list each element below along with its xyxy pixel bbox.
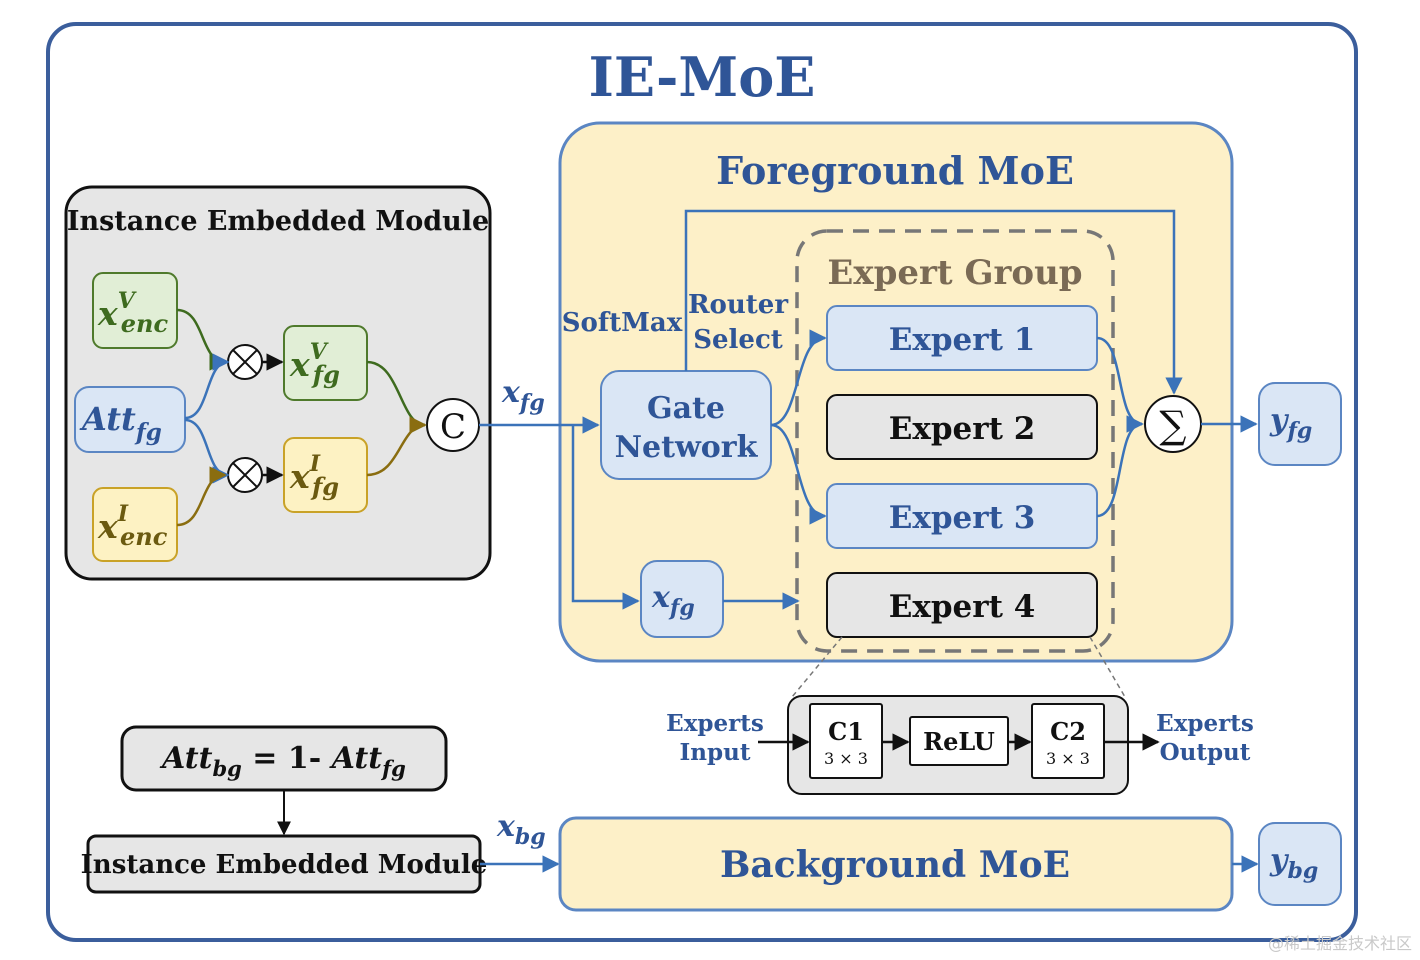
- x-bg-label: xbg: [496, 809, 546, 850]
- experts-input-label-line1: Experts: [666, 710, 764, 737]
- c1-label: C1: [828, 717, 864, 746]
- connector-xfgi-concat: [366, 416, 427, 477]
- connector-expert3-sum: [1096, 415, 1144, 518]
- router-select-label-line1: Router: [688, 290, 788, 320]
- multiply-icon: [232, 349, 258, 375]
- softmax-label: SoftMax: [562, 308, 683, 338]
- att-fg-label: Attfg: [79, 400, 162, 446]
- x-fg-inner-box: [640, 560, 724, 638]
- foreground-moe-title: Foreground MoE: [716, 148, 1074, 193]
- connector-to-x-fg-inner: [571, 425, 640, 610]
- concat-symbol: C: [440, 407, 466, 447]
- expert-3-label: Expert 3: [889, 500, 1036, 536]
- bottom-instance-embedded-module-title: Instance Embedded Module: [81, 850, 488, 880]
- att-bg-formula: Attbg = 1- Attfg: [159, 741, 406, 781]
- gate-network-label-line1: Gate: [647, 391, 725, 426]
- diagram-title: IE-MoE: [589, 45, 816, 109]
- connector-xenci-multiply: [176, 466, 227, 527]
- background-moe-title: Background MoE: [720, 844, 1070, 886]
- experts-output-label-line2: Output: [1160, 739, 1251, 766]
- connector-gate-expert3: [770, 423, 827, 525]
- connector-att-multiply-top: [184, 353, 230, 420]
- multiply-icon: [232, 462, 258, 488]
- connector-gate-expert1: [770, 329, 827, 427]
- experts-input-label-line2: Input: [680, 739, 751, 766]
- c2-kernel-label: 3 × 3: [1046, 749, 1090, 768]
- relu-label: ReLU: [923, 727, 995, 756]
- expert-1-label: Expert 1: [889, 322, 1036, 358]
- zoom-line-left: [791, 636, 843, 698]
- sum-symbol: ∑: [1159, 403, 1186, 447]
- connector-softmax-sum: [684, 209, 1183, 395]
- y-fg-box: [1258, 382, 1342, 466]
- expert-group-label: Expert Group: [827, 253, 1082, 293]
- y-fg-label: yfg: [1269, 403, 1312, 444]
- gate-network-label-line2: Network: [615, 430, 759, 465]
- expert-2-box: [826, 394, 1098, 460]
- expert-4-label: Expert 4: [889, 589, 1036, 625]
- watermark-text: @稀土掘金技术社区: [1267, 934, 1412, 953]
- expert-4-box: [826, 572, 1098, 638]
- x-fg-inner-label: xfg: [651, 580, 695, 621]
- expert-group-box: [795, 229, 1115, 653]
- zoom-line-right: [1089, 636, 1126, 698]
- x-fg-label: xfg: [501, 375, 545, 416]
- router-select-label-line2: Select: [693, 325, 783, 355]
- y-bg-box: [1258, 822, 1342, 906]
- c1-kernel-label: 3 × 3: [824, 749, 868, 768]
- expert-2-label: Expert 2: [889, 411, 1036, 447]
- y-bg-label: ybg: [1269, 843, 1318, 884]
- c2-label: C2: [1050, 717, 1086, 746]
- experts-output-label-line1: Experts: [1156, 710, 1254, 737]
- instance-embedded-module-title: Instance Embedded Module: [67, 206, 489, 237]
